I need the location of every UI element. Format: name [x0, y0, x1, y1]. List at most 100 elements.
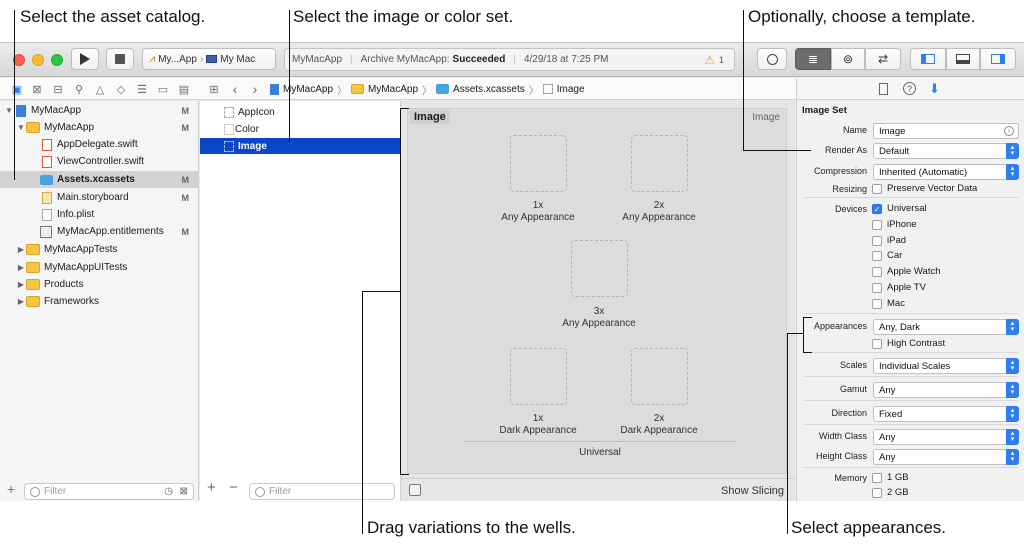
folder-icon: [26, 122, 40, 133]
name-field[interactable]: Image ›: [873, 123, 1019, 139]
tree-item-label: MyMacApp: [44, 122, 95, 133]
tree-item[interactable]: ▼ MyMacApp M: [0, 102, 199, 119]
issue-navigator-icon[interactable]: △: [95, 83, 105, 96]
image-well-2x-dark[interactable]: [631, 348, 688, 405]
source-control-icon[interactable]: ⊠: [32, 83, 42, 96]
close-button[interactable]: [13, 54, 25, 66]
report-navigator-icon[interactable]: ▤: [178, 83, 190, 96]
scm-filter-icon[interactable]: ⊠: [179, 486, 188, 497]
tree-item[interactable]: ▶ MyMacAppUITests: [0, 259, 199, 276]
tree-item[interactable]: Main.storyboard M: [0, 189, 199, 206]
related-items-icon[interactable]: ⊞: [209, 83, 219, 96]
image-well-2x-any[interactable]: [631, 135, 688, 192]
tree-item-selected[interactable]: Assets.xcassets M: [0, 171, 199, 188]
tree-item[interactable]: ▶ MyMacAppTests: [0, 241, 199, 258]
asset-catalog-icon: [40, 174, 53, 185]
gamut-select[interactable]: Any▴▾: [873, 382, 1019, 398]
device-car-checkbox[interactable]: Car: [872, 250, 902, 261]
zoom-button[interactable]: [51, 54, 63, 66]
navigator-filter-field[interactable]: Filter ◷ ⊠: [24, 483, 194, 500]
direction-select[interactable]: Fixed▴▾: [873, 406, 1019, 422]
memory-2gb-checkbox[interactable]: 2 GB: [872, 487, 909, 498]
preserve-vector-checkbox[interactable]: Preserve Vector Data: [872, 183, 977, 194]
run-button[interactable]: [71, 48, 99, 70]
toggle-navigator-button[interactable]: [910, 48, 946, 70]
breadcrumb-catalog[interactable]: Assets.xcassets: [453, 83, 525, 95]
image-well-1x-dark[interactable]: [510, 348, 567, 405]
tree-item[interactable]: AppDelegate.swift: [0, 136, 199, 153]
back-icon[interactable]: ‹: [232, 81, 238, 97]
scm-badge: M: [181, 122, 190, 133]
recent-files-icon[interactable]: ◷: [164, 486, 173, 497]
test-navigator-icon[interactable]: ◇: [116, 83, 126, 96]
asset-item-color[interactable]: Color: [200, 121, 400, 137]
filter-placeholder: Filter: [269, 486, 292, 497]
device-iphone-checkbox[interactable]: iPhone: [872, 219, 917, 230]
project-navigator-icon[interactable]: ▣: [11, 83, 23, 96]
tree-item[interactable]: ViewController.swift: [0, 153, 199, 170]
stop-icon: [115, 54, 125, 64]
render-as-label: Render As: [824, 145, 867, 155]
width-class-select[interactable]: Any▴▾: [873, 429, 1019, 445]
height-class-label: Height Class: [815, 451, 867, 461]
asset-item-image[interactable]: Image: [200, 138, 400, 154]
tree-item[interactable]: Info.plist: [0, 206, 199, 223]
outline-toggle-icon[interactable]: [409, 484, 421, 496]
callout-line: [743, 150, 811, 151]
scheme-selector[interactable]: ⩘ My...App › My Mac: [142, 48, 276, 70]
symbol-navigator-icon[interactable]: ⊟: [53, 83, 63, 96]
warning-indicator[interactable]: ⚠ 1: [704, 53, 724, 67]
file-inspector-icon[interactable]: [879, 83, 888, 95]
toggle-inspector-button[interactable]: [980, 48, 1016, 70]
memory-1gb-checkbox[interactable]: 1 GB: [872, 472, 909, 483]
device-ipad-checkbox[interactable]: iPad: [872, 235, 906, 246]
standard-editor-button[interactable]: ≣: [795, 48, 831, 70]
render-as-select[interactable]: Default▴▾: [873, 143, 1019, 159]
find-navigator-icon[interactable]: ⚲: [74, 83, 84, 96]
attributes-inspector-icon[interactable]: ⬇: [929, 81, 940, 96]
toggle-debug-button[interactable]: [946, 48, 980, 70]
add-file-button[interactable]: +: [7, 481, 16, 497]
device-tv-checkbox[interactable]: Apple TV: [872, 282, 926, 293]
asset-filter-field[interactable]: Filter: [249, 483, 395, 500]
minimize-button[interactable]: [32, 54, 44, 66]
callout-line: [289, 10, 290, 142]
swift-file-icon: [42, 138, 52, 151]
tree-item-label: Main.storyboard: [57, 192, 129, 203]
device-watch-checkbox[interactable]: Apple Watch: [872, 266, 941, 277]
breadcrumb-project[interactable]: MyMacApp: [283, 83, 334, 95]
scales-select[interactable]: Individual Scales▴▾: [873, 358, 1019, 374]
entitlements-file-icon: [40, 225, 52, 238]
high-contrast-checkbox[interactable]: High Contrast: [872, 338, 945, 349]
breadcrumb-image[interactable]: Image: [556, 83, 585, 95]
image-well-3x-any[interactable]: [571, 240, 628, 297]
device-universal-checkbox[interactable]: ✓Universal: [872, 203, 927, 214]
breakpoint-navigator-icon[interactable]: ▭: [157, 83, 169, 96]
appearances-select[interactable]: Any, Dark▴▾: [873, 319, 1019, 335]
activity-time: 4/29/18 at 7:25 PM: [523, 54, 609, 65]
name-value: Image: [879, 125, 906, 137]
version-editor-button[interactable]: ⇄: [865, 48, 901, 70]
stop-button[interactable]: [106, 48, 134, 70]
tree-item[interactable]: ▶ Frameworks: [0, 293, 199, 310]
height-class-select[interactable]: Any▴▾: [873, 449, 1019, 465]
remove-asset-button[interactable]: −: [229, 479, 238, 496]
forward-icon[interactable]: ›: [252, 81, 258, 97]
image-well-1x-any[interactable]: [510, 135, 567, 192]
assistant-editor-button[interactable]: ⊚: [831, 48, 865, 70]
tree-item[interactable]: MyMacApp.entitlements M: [0, 223, 199, 240]
toolbar: ⩘ My...App › My Mac MyMacApp | Archive M…: [0, 43, 1024, 77]
debug-navigator-icon[interactable]: ☰: [137, 83, 147, 96]
tree-item[interactable]: ▶ Products: [0, 276, 199, 293]
device-mac-checkbox[interactable]: Mac: [872, 298, 905, 309]
breadcrumb-group[interactable]: MyMacApp: [368, 83, 419, 95]
add-asset-button[interactable]: +: [207, 479, 216, 496]
show-slicing-button[interactable]: Show Slicing: [721, 485, 784, 497]
compression-select[interactable]: Inherited (Automatic)▴▾: [873, 164, 1019, 180]
image-set-icon: [224, 140, 234, 152]
standard-editor-icon: ≣: [807, 52, 819, 66]
help-inspector-icon[interactable]: ?: [903, 82, 916, 95]
tree-item[interactable]: ▼ MyMacApp M: [0, 119, 199, 136]
asset-item-appicon[interactable]: AppIcon: [200, 104, 400, 120]
library-button[interactable]: [757, 48, 787, 70]
